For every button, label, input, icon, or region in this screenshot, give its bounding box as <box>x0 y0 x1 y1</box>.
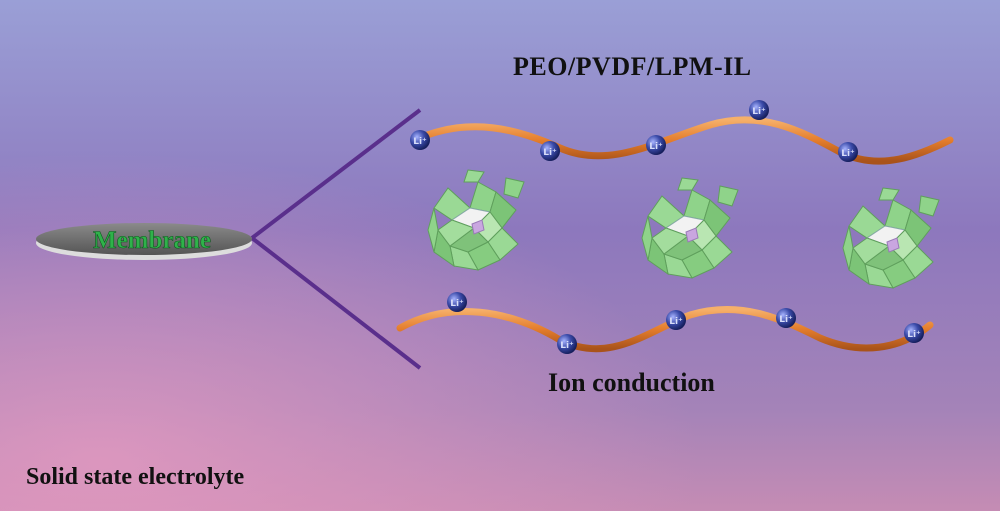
li-ion: Li⁺ <box>838 142 858 162</box>
li-ion: Li⁺ <box>646 135 666 155</box>
membrane-label: Membrane <box>93 227 211 254</box>
svg-text:Li⁺: Li⁺ <box>649 142 663 152</box>
branch-line-upper <box>250 108 422 240</box>
li-ion: Li⁺ <box>666 310 686 330</box>
solid-state-electrolyte-label: Solid state electrolyte <box>26 464 245 490</box>
svg-text:Li⁺: Li⁺ <box>669 317 683 327</box>
li-ion: Li⁺ <box>776 308 796 328</box>
li-ion: Li⁺ <box>447 292 467 312</box>
svg-text:Li⁺: Li⁺ <box>752 107 766 117</box>
li-ion: Li⁺ <box>540 141 560 161</box>
svg-text:Li⁺: Li⁺ <box>543 148 557 158</box>
branch-line-lower <box>250 236 422 370</box>
svg-text:Li⁺: Li⁺ <box>779 315 793 325</box>
li-ion: Li⁺ <box>410 130 430 150</box>
membrane-disc <box>36 223 252 255</box>
svg-text:Li⁺: Li⁺ <box>413 137 427 147</box>
li-ion: Li⁺ <box>904 323 924 343</box>
svg-text:Li⁺: Li⁺ <box>907 330 921 340</box>
diagram-title: PEO/PVDF/LPM-IL <box>513 52 752 81</box>
svg-text:Li⁺: Li⁺ <box>450 299 464 309</box>
svg-text:Li⁺: Li⁺ <box>841 149 855 159</box>
polymer-chain-upper <box>411 116 954 165</box>
li-ion: Li⁺ <box>749 100 769 120</box>
li-ion: Li⁺ <box>557 334 577 354</box>
svg-text:Li⁺: Li⁺ <box>560 341 574 351</box>
ion-conduction-label: Ion conduction <box>548 368 715 397</box>
